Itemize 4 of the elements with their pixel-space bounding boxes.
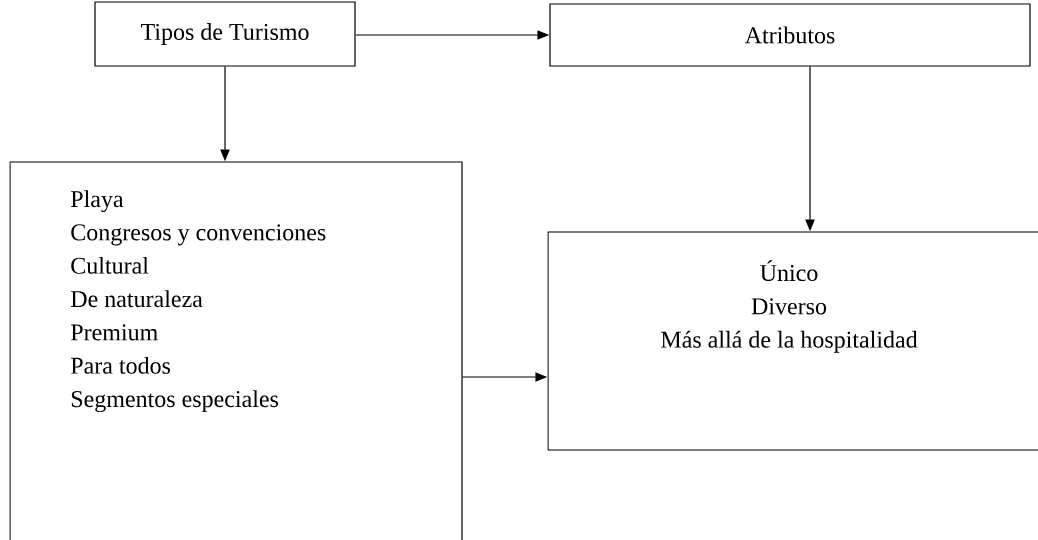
process-box: Tipos de Turismo	[94, 1, 356, 67]
list-box: Único Diverso Más allá de la hospitalidad	[547, 231, 1038, 451]
process-box: Atributos	[549, 3, 1031, 67]
list-box: Playa Congresos y convenciones Cultural De naturaleza Premium Para todos Segmentos especiales	[9, 161, 463, 540]
